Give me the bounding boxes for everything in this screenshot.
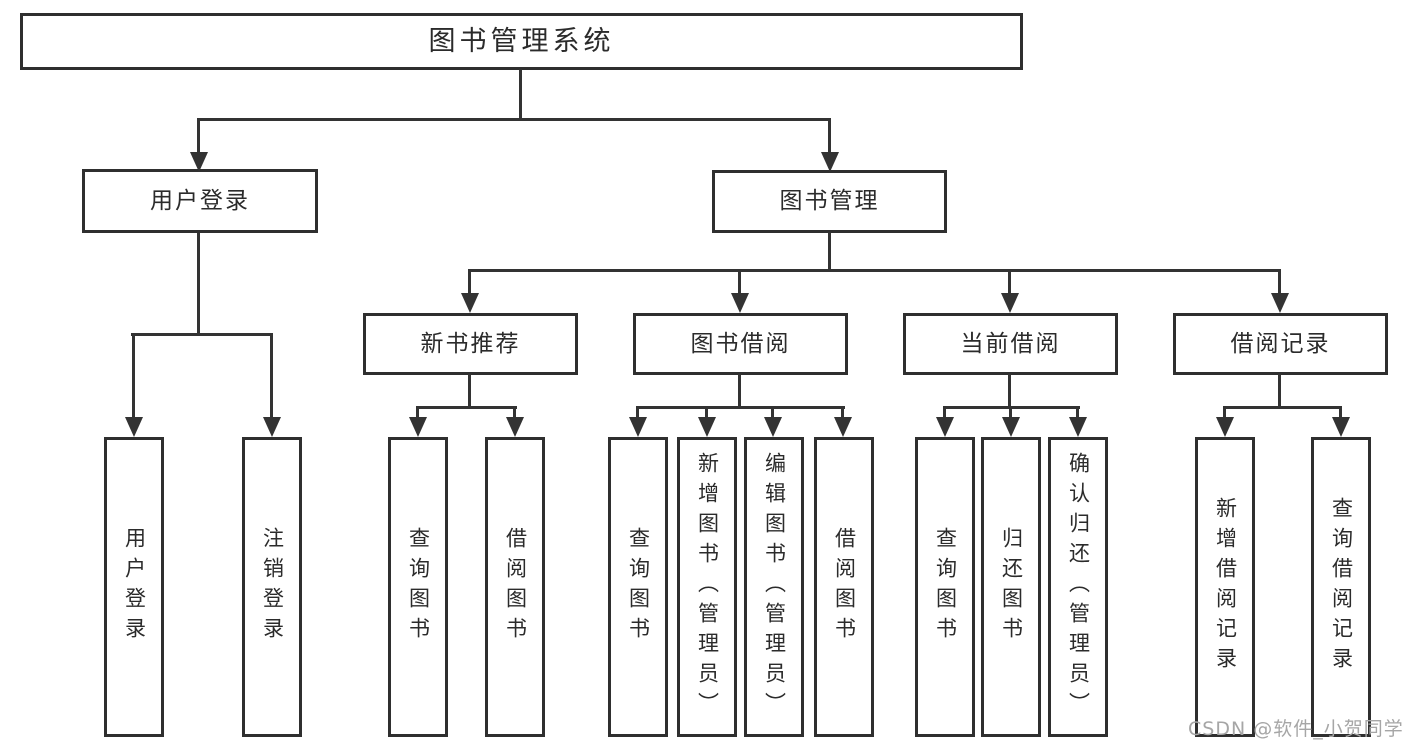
- leaf-logout-login: 注销登录: [242, 437, 302, 737]
- connector-line: [270, 333, 273, 419]
- arrow-down-icon: [263, 417, 281, 437]
- connector-line: [468, 269, 471, 295]
- arrow-down-icon: [190, 152, 208, 172]
- arrow-down-icon: [731, 293, 749, 313]
- connector-line: [197, 233, 200, 335]
- connector-line: [468, 374, 471, 409]
- connector-line: [828, 232, 831, 272]
- connector-line: [1278, 269, 1281, 295]
- node-label: 用户登录: [122, 527, 147, 647]
- leaf-borrow-books-recommend: 借阅图书: [485, 437, 545, 737]
- arrow-down-icon: [461, 293, 479, 313]
- connector-line: [828, 118, 831, 154]
- connector-line: [1278, 374, 1281, 409]
- connector-line: [738, 374, 741, 409]
- connector-line: [197, 118, 831, 121]
- node-borrowing-records: 借阅记录: [1173, 313, 1388, 375]
- node-book-borrowing: 图书借阅: [633, 313, 848, 375]
- leaf-return-books: 归还图书: [981, 437, 1041, 737]
- arrow-down-icon: [409, 417, 427, 437]
- connector-line: [943, 406, 946, 419]
- arrow-down-icon: [764, 417, 782, 437]
- connector-line: [1076, 406, 1079, 419]
- leaf-confirm-return-admin: 确认归还（管理员）: [1048, 437, 1108, 737]
- arrow-down-icon: [698, 417, 716, 437]
- arrow-down-icon: [629, 417, 647, 437]
- leaf-query-borrow-record: 查询借阅记录: [1311, 437, 1371, 737]
- node-label: 查询借阅记录: [1329, 497, 1354, 677]
- arrow-down-icon: [506, 417, 524, 437]
- leaf-add-book-admin: 新增图书（管理员）: [677, 437, 737, 737]
- leaf-query-books-borrowing: 查询图书: [608, 437, 668, 737]
- node-user-login: 用户登录: [82, 169, 318, 233]
- node-label: 用户登录: [150, 187, 250, 214]
- connector-line: [738, 269, 741, 295]
- connector-line: [1008, 269, 1011, 295]
- node-book-management: 图书管理: [712, 170, 947, 233]
- node-label: 新增图书（管理员）: [695, 452, 720, 722]
- node-library-system: 图书管理系统: [20, 13, 1023, 70]
- node-label: 查询图书: [933, 527, 958, 647]
- connector-line: [132, 333, 135, 419]
- leaf-borrow-books-borrowing: 借阅图书: [814, 437, 874, 737]
- connector-line: [519, 69, 522, 118]
- connector-line: [771, 406, 774, 419]
- connector-line: [131, 333, 273, 336]
- leaf-query-books-recommend: 查询图书: [388, 437, 448, 737]
- node-new-book-recommendation: 新书推荐: [363, 313, 578, 375]
- arrow-down-icon: [834, 417, 852, 437]
- connector-line: [197, 118, 200, 154]
- leaf-query-books-current: 查询图书: [915, 437, 975, 737]
- arrow-down-icon: [1001, 293, 1019, 313]
- connector-line: [1009, 406, 1012, 419]
- connector-line: [1223, 406, 1226, 419]
- arrow-down-icon: [1069, 417, 1087, 437]
- watermark: CSDN @软件_小贺同学: [1188, 718, 1404, 740]
- arrow-down-icon: [1002, 417, 1020, 437]
- node-label: 当前借阅: [960, 330, 1061, 357]
- connector-line: [705, 406, 708, 419]
- connector-line: [417, 406, 517, 409]
- leaf-add-borrow-record: 新增借阅记录: [1195, 437, 1255, 737]
- connector-line: [1224, 406, 1342, 409]
- node-label: 查询图书: [626, 527, 651, 647]
- leaf-user-login: 用户登录: [104, 437, 164, 737]
- node-label: 新书推荐: [420, 330, 521, 357]
- node-label: 图书管理: [779, 188, 880, 214]
- connector-line: [841, 406, 844, 419]
- connector-line: [637, 406, 845, 409]
- connector-line: [468, 269, 1281, 272]
- arrow-down-icon: [936, 417, 954, 437]
- node-label: 注销登录: [260, 527, 285, 647]
- node-label: 图书管理系统: [428, 26, 615, 57]
- connector-line: [944, 406, 1080, 409]
- arrow-down-icon: [1332, 417, 1350, 437]
- connector-line: [1339, 406, 1342, 419]
- node-label: 新增借阅记录: [1213, 497, 1238, 677]
- arrow-down-icon: [821, 152, 839, 172]
- arrow-down-icon: [1216, 417, 1234, 437]
- node-label: 借阅图书: [503, 527, 528, 647]
- node-current-borrowing: 当前借阅: [903, 313, 1118, 375]
- node-label: 归还图书: [999, 527, 1024, 647]
- node-label: 借阅图书: [832, 527, 857, 647]
- connector-line: [636, 406, 639, 419]
- leaf-edit-book-admin: 编辑图书（管理员）: [744, 437, 804, 737]
- node-label: 编辑图书（管理员）: [762, 452, 787, 722]
- connector-line: [1008, 374, 1011, 409]
- connector-line: [416, 406, 419, 419]
- node-label: 确认归还（管理员）: [1066, 452, 1091, 722]
- arrow-down-icon: [125, 417, 143, 437]
- arrow-down-icon: [1271, 293, 1289, 313]
- connector-line: [513, 406, 516, 419]
- node-label: 借阅记录: [1230, 330, 1331, 357]
- node-label: 图书借阅: [690, 330, 791, 357]
- node-label: 查询图书: [406, 527, 431, 647]
